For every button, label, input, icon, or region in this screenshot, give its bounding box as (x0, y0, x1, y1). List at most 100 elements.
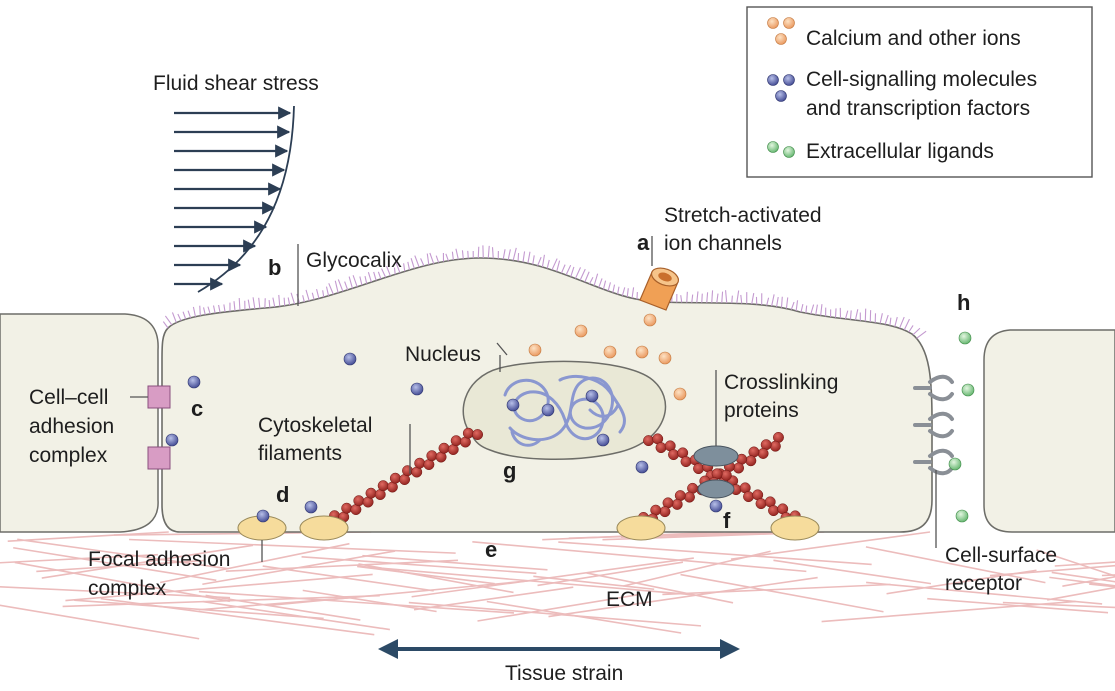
ecm-fiber (198, 596, 356, 611)
glycocalyx-hair (199, 305, 201, 316)
glycocalyx-hair (426, 253, 430, 265)
glycocalyx-hair (626, 288, 629, 298)
ligand-dot (958, 331, 972, 345)
glycocalyx-hair (403, 263, 406, 272)
actin-bead (671, 498, 683, 510)
calcium-ions (528, 313, 687, 401)
ecm-fiber (0, 553, 159, 564)
glycocalyx-hair (283, 297, 286, 306)
ecm-fiber (202, 600, 390, 631)
actin-bead (733, 462, 745, 474)
glycocalyx-hair (218, 304, 221, 313)
actin-bead (426, 450, 438, 462)
letter-e: e (485, 537, 497, 562)
glycocalyx-hair (844, 310, 849, 320)
glycocalyx-hair (328, 283, 334, 295)
ecm-fiber (0, 585, 231, 599)
glycocalyx-hair (579, 268, 586, 281)
glycocalyx-hair (162, 321, 169, 329)
signalling-molecule-dot (506, 398, 520, 412)
ecm-fiber (198, 590, 515, 614)
glycocalyx-hair (617, 286, 620, 295)
calcium-ion-dot (635, 345, 649, 359)
ecm-fiber (357, 565, 693, 596)
glycocalyx-hair (507, 249, 511, 260)
ecm-fiber (1047, 586, 1115, 601)
glycocalyx-hair (556, 260, 561, 272)
signalling-molecule-dot (343, 352, 357, 366)
cell-cell-label-line3: complex (29, 444, 108, 467)
chromatin (503, 375, 626, 447)
glycocalyx-hair (272, 297, 276, 308)
glycocalyx-hair (815, 304, 818, 315)
glycocalyx-hair (522, 251, 526, 263)
ecm-fiber (7, 531, 169, 542)
crosslinking-label-line1: Crosslinking (724, 371, 838, 394)
glycocalyx-hair (879, 313, 883, 324)
fluid-shear-stress-label: Fluid shear stress (153, 72, 319, 95)
glycocalyx-hair (593, 273, 599, 286)
cell-cell-adhesion-complexes (147, 385, 171, 470)
ecm-fiber (1051, 571, 1115, 583)
glycocalyx-hair (364, 275, 368, 284)
glycocalyx-hair (607, 282, 611, 292)
glycocalyx-hair (790, 301, 795, 310)
glycocalyx-hair (451, 251, 454, 261)
leader-lines (130, 236, 937, 562)
glycocalyx-hair (445, 253, 449, 261)
glycocalyx-hair (894, 316, 898, 327)
signalling-molecule-dot (304, 500, 318, 514)
glycocalyx-hair (584, 271, 590, 283)
legend-ions-label: Calcium and other ions (806, 27, 1021, 50)
glycocalyx-hair (551, 258, 558, 271)
glycocalyx-hair (527, 251, 531, 264)
glycocalyx-hair (598, 278, 603, 288)
cell-surface-receptor-label-line1: Cell-surface (945, 544, 1057, 567)
glycocalyx-hair (834, 308, 837, 318)
glycocalyx-hair (359, 276, 363, 286)
glycocalyx-hair (487, 245, 490, 259)
glycocalyx-hair (785, 297, 789, 309)
actin-bead (643, 435, 654, 447)
ecm-fiber (362, 554, 548, 571)
cell-surface-receptor-label-line2: receptor (945, 572, 1022, 595)
legend: Calcium and other ions Cell-signalling m… (746, 6, 1093, 178)
ecm-fiber (357, 565, 495, 585)
glycocalyx-hair (322, 290, 325, 298)
glycocalyx-hair (532, 255, 535, 265)
glycocalyx-hair (252, 297, 256, 309)
ecm-fiber (74, 599, 324, 620)
right-neighbor-cell (983, 329, 1115, 533)
ecm-fiber (301, 556, 537, 575)
glycocalyx-hair (701, 293, 703, 303)
glycocalyx-hair (820, 304, 823, 316)
ecm-fiber (477, 593, 640, 622)
glycocalyx-hair (187, 310, 192, 319)
glycocalyx-hair (420, 258, 425, 267)
ecm-fiber (568, 531, 775, 539)
cell-surface-receptors (913, 374, 954, 476)
actin-bead (365, 487, 377, 499)
ecm-fiber (821, 600, 1076, 623)
glycocalyx-hair (512, 247, 517, 261)
glycocalyx-hair (736, 290, 740, 304)
signalling-molecule-dot (709, 499, 723, 513)
glycocalyx-hair (377, 271, 382, 280)
glycocalyx-hair (711, 290, 714, 303)
glycocalyx-hair (203, 307, 206, 315)
glycocalyx-hair (776, 297, 779, 307)
glycocalyx-hair (268, 299, 271, 308)
letter-c: c (191, 396, 203, 421)
actin-bead (377, 480, 389, 492)
glycocalyx-hair (212, 305, 216, 314)
ecm-fiber (558, 541, 872, 566)
glycocalyx-hair (517, 253, 520, 262)
glycocalyx-hair (771, 294, 775, 307)
signalling-molecule-dot (165, 433, 179, 447)
left-neighbor-cell (0, 313, 159, 533)
glycocalyx-hair (171, 312, 177, 323)
actin-bead (720, 469, 732, 481)
signalling-molecule-dot (187, 375, 201, 389)
glycocalyx-hair (780, 296, 783, 308)
glycocalyx-hair (696, 291, 699, 303)
